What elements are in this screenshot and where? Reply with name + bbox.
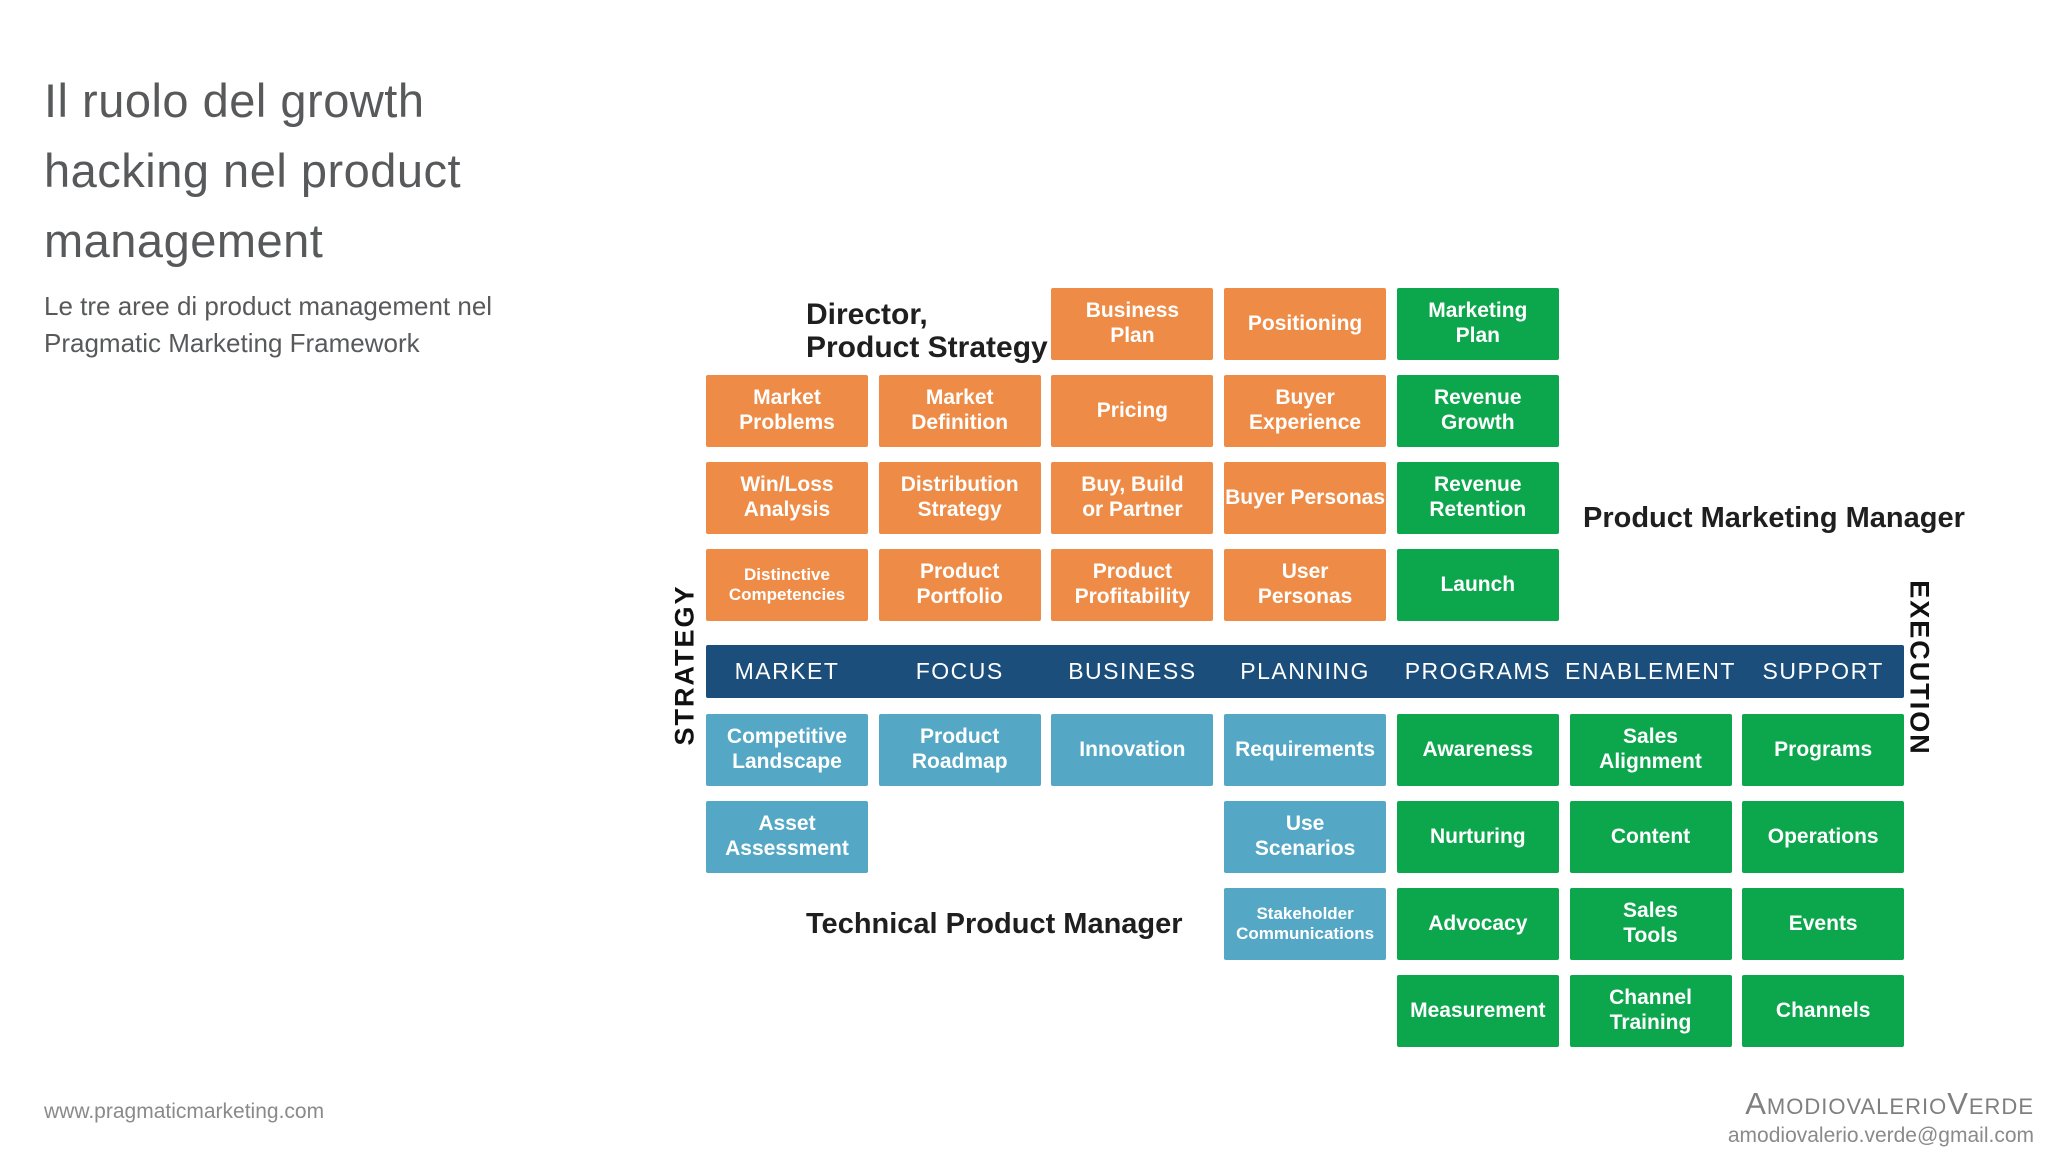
framework-cell: Measurement [1396, 975, 1559, 1047]
framework-header-band [706, 645, 1904, 698]
framework-cell: Launch [1396, 549, 1559, 621]
framework-cell: Channel Training [1569, 975, 1732, 1047]
footer-author: AmodiovalerioVerde [1745, 1086, 2034, 1121]
framework-cell: Market Problems [706, 375, 868, 447]
framework-cell: Content [1569, 801, 1732, 873]
page-title: Il ruolo del growth hacking nel product … [44, 74, 462, 267]
framework-cell: Business Plan [1051, 288, 1214, 360]
framework-cell: Requirements [1224, 714, 1387, 786]
framework-cell: Product Portfolio [878, 549, 1041, 621]
framework-cell: Revenue Growth [1396, 375, 1559, 447]
footer-website: www.pragmaticmarketing.com [44, 1100, 325, 1123]
framework-cell: Distinctive Competencies [706, 549, 868, 621]
framework-cell: Pricing [1051, 375, 1214, 447]
framework-column-header: BUSINESS [1068, 658, 1197, 684]
framework-column-header: ENABLEMENT [1565, 658, 1736, 684]
execution-axis-label: EXECUTION [1904, 580, 1935, 756]
framework-cell: Positioning [1224, 288, 1387, 360]
framework-column-header: SUPPORT [1762, 658, 1884, 684]
framework-cell: Product Roadmap [878, 714, 1041, 786]
framework-cell: Awareness [1396, 714, 1559, 786]
framework-column-header: FOCUS [915, 658, 1004, 684]
framework-cell: User Personas [1224, 549, 1387, 621]
framework-cell: Events [1742, 888, 1905, 960]
director-product-strategy-label: Director, Product Strategy [806, 298, 1048, 364]
framework-cell: Revenue Retention [1396, 462, 1559, 534]
framework-column-header: PLANNING [1240, 658, 1370, 684]
framework-cell: Innovation [1051, 714, 1214, 786]
framework-cell: Sales Alignment [1569, 714, 1732, 786]
framework-column-header: PROGRAMS [1404, 658, 1551, 684]
framework-cell: Advocacy [1396, 888, 1559, 960]
framework-cell: Stakeholder Communications [1224, 888, 1387, 960]
framework-cell: Marketing Plan [1396, 288, 1559, 360]
framework-cell: Buyer Personas [1224, 462, 1387, 534]
strategy-axis-label: STRATEGY [669, 584, 700, 746]
framework-cell: Asset Assessment [706, 801, 868, 873]
product-marketing-manager-label: Product Marketing Manager [1583, 502, 1965, 534]
framework-cell: Distribution Strategy [878, 462, 1041, 534]
framework-cell: Market Definition [878, 375, 1041, 447]
framework-cell: Nurturing [1396, 801, 1559, 873]
framework-cell: Programs [1742, 714, 1905, 786]
framework-cell: Channels [1742, 975, 1905, 1047]
framework-cell: Buyer Experience [1224, 375, 1387, 447]
footer-email: amodiovalerio.verde@gmail.com [1727, 1124, 2034, 1147]
framework-cell: Operations [1742, 801, 1905, 873]
page-subtitle: Le tre aree di product management nel Pr… [44, 291, 493, 358]
framework-cell: Competitive Landscape [706, 714, 868, 786]
framework-column-header: MARKET [734, 658, 840, 684]
framework-cell: Buy, Build or Partner [1051, 462, 1214, 534]
framework-cell: Win/Loss Analysis [706, 462, 868, 534]
framework-cell: Product Profitability [1051, 549, 1214, 621]
framework-cell: Sales Tools [1569, 888, 1732, 960]
framework-cell: Use Scenarios [1224, 801, 1387, 873]
technical-product-manager-label: Technical Product Manager [806, 908, 1183, 940]
